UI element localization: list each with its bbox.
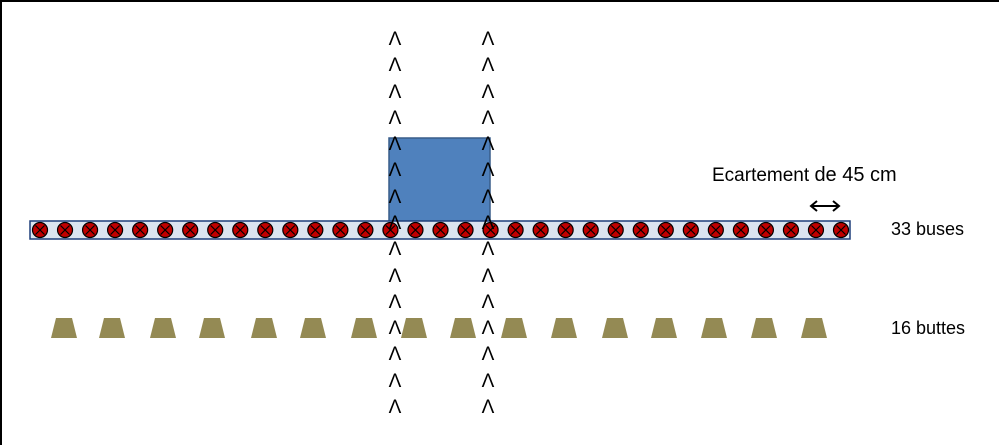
mound xyxy=(701,318,727,338)
mound-count-label: 16 buttes xyxy=(891,318,966,338)
wheel-track-mark: Λ xyxy=(481,266,495,287)
wheel-track-mark: Λ xyxy=(388,108,402,129)
nozzle xyxy=(207,221,224,239)
mound xyxy=(51,318,77,338)
wheel-track-mark: Λ xyxy=(388,371,402,392)
wheel-track-mark: Λ xyxy=(388,213,402,234)
tractor xyxy=(388,137,491,223)
nozzle xyxy=(307,221,324,239)
mound xyxy=(801,318,827,338)
nozzle xyxy=(382,221,399,239)
nozzle xyxy=(607,221,624,239)
mound xyxy=(551,318,577,338)
nozzle xyxy=(432,221,449,239)
wheel-track-mark: Λ xyxy=(481,371,495,392)
mound xyxy=(150,318,176,338)
spacing-label-value: de 45 cm xyxy=(814,164,897,186)
nozzle xyxy=(257,221,274,239)
wheel-track-mark: Λ xyxy=(481,55,495,76)
nozzle xyxy=(757,221,775,239)
wheel-track-mark: Λ xyxy=(481,239,495,260)
mound xyxy=(99,318,125,338)
nozzle xyxy=(81,221,99,239)
wheel-track-mark: Λ xyxy=(388,344,402,365)
mound xyxy=(751,318,777,338)
mound xyxy=(501,318,527,338)
wheel-track-mark: Λ xyxy=(481,213,495,234)
wheel-track-mark: Λ xyxy=(388,160,402,181)
nozzle xyxy=(507,221,524,239)
nozzle xyxy=(632,221,649,239)
nozzle xyxy=(782,221,800,239)
nozzle xyxy=(832,221,850,239)
wheel-track-mark: Λ xyxy=(481,318,495,339)
wheel-track-mark: Λ xyxy=(481,160,495,181)
wheel-track-mark: Λ xyxy=(481,397,495,418)
wheel-track-mark: Λ xyxy=(388,134,402,155)
mound xyxy=(300,318,326,338)
wheel-track-mark: Λ xyxy=(481,134,495,155)
nozzle xyxy=(807,221,825,239)
nozzle xyxy=(532,221,549,239)
spacing-label: Ecartement de 45 cm xyxy=(712,164,897,187)
wheel-track-mark: Λ xyxy=(388,55,402,76)
wheel-track-mark: Λ xyxy=(481,344,495,365)
nozzle xyxy=(157,221,174,239)
wheel-track-mark: Λ xyxy=(481,292,495,313)
wheel-track-mark: Λ xyxy=(481,82,495,103)
wheel-track-mark: Λ xyxy=(388,318,402,339)
nozzle xyxy=(182,221,199,239)
mound xyxy=(351,318,377,338)
nozzle xyxy=(232,221,249,239)
nozzle xyxy=(707,221,724,239)
nozzle xyxy=(132,221,149,239)
nozzle xyxy=(31,221,49,239)
wheel-track-mark: Λ xyxy=(388,292,402,313)
nozzle xyxy=(56,221,74,239)
spacing-label-prefix: Ecartement xyxy=(712,165,810,186)
wheel-track-mark: Λ xyxy=(481,108,495,129)
mound xyxy=(401,318,427,338)
mound xyxy=(651,318,677,338)
nozzle xyxy=(482,221,499,239)
nozzle xyxy=(106,221,124,239)
mound xyxy=(450,318,476,338)
wheel-track-mark: Λ xyxy=(481,29,495,50)
nozzle xyxy=(457,221,474,239)
mound xyxy=(602,318,628,338)
wheel-track-mark: Λ xyxy=(388,187,402,208)
mound xyxy=(199,318,225,338)
nozzle xyxy=(657,221,674,239)
nozzle xyxy=(357,221,374,239)
spacing-arrow-left-head xyxy=(809,200,818,212)
nozzle xyxy=(732,221,749,239)
nozzle xyxy=(557,221,574,239)
nozzle xyxy=(582,221,599,239)
spacing-arrow-right-head xyxy=(832,200,841,212)
wheel-track-mark: Λ xyxy=(388,397,402,418)
mound xyxy=(251,318,277,338)
wheel-track-mark: Λ xyxy=(388,82,402,103)
nozzle xyxy=(282,221,299,239)
wheel-track-mark: Λ xyxy=(388,239,402,260)
wheel-track-mark: Λ xyxy=(481,187,495,208)
nozzle xyxy=(332,221,349,239)
nozzle xyxy=(407,221,424,239)
wheel-track-mark: Λ xyxy=(388,29,402,50)
nozzle xyxy=(682,221,699,239)
wheel-track-mark: Λ xyxy=(388,266,402,287)
nozzle-count-label: 33 buses xyxy=(891,219,965,239)
